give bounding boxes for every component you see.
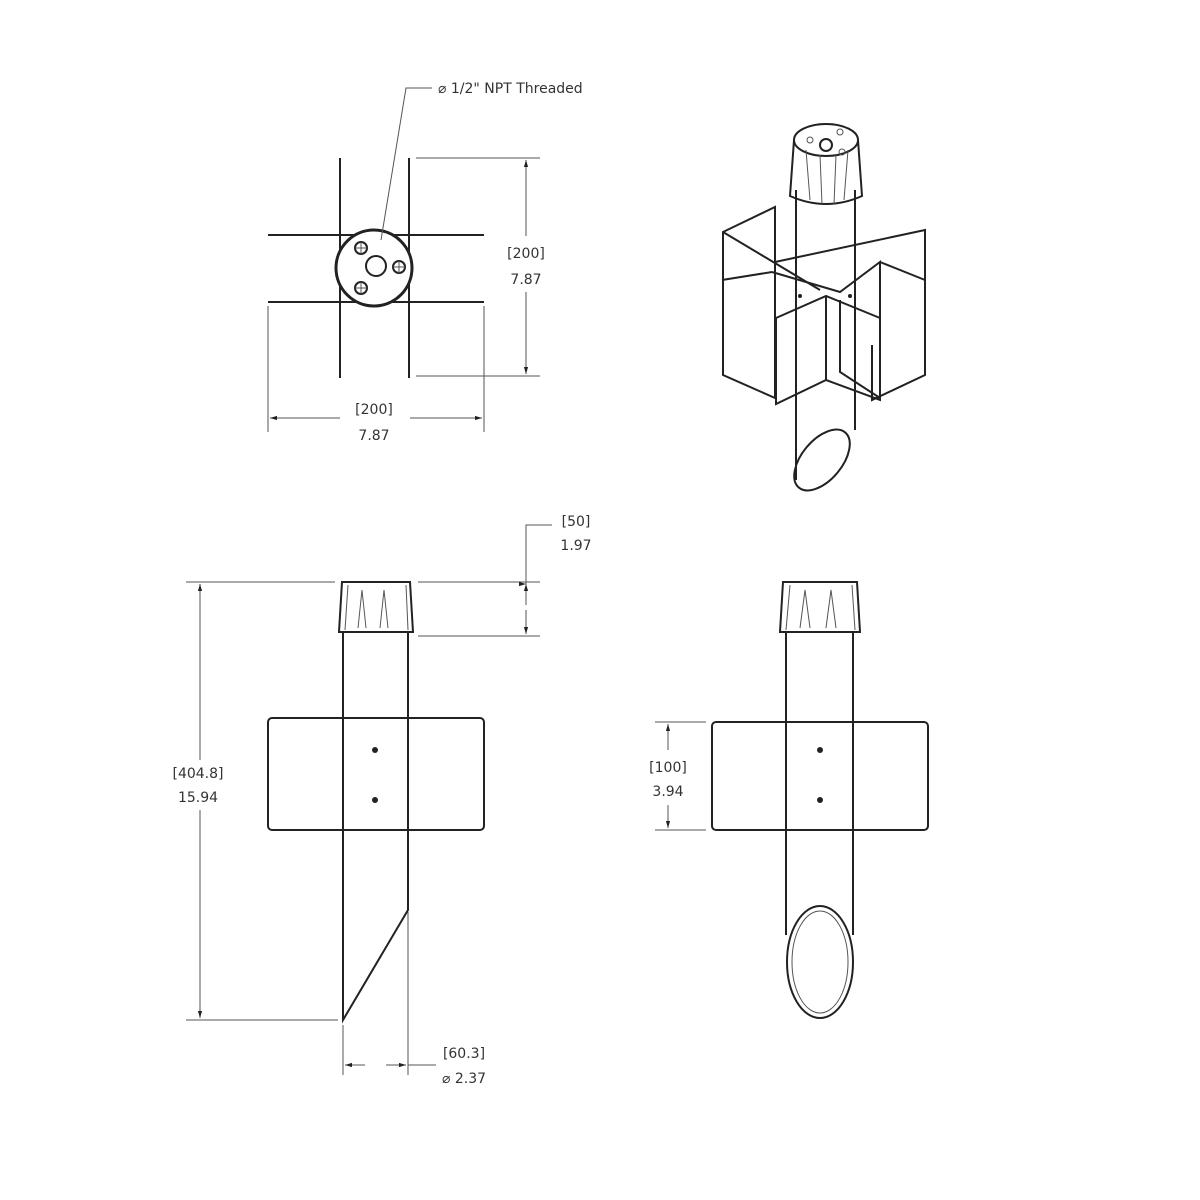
width-dim-mm: [200] — [355, 402, 393, 418]
npt-callout: ⌀ 1/2" NPT Threaded — [438, 81, 583, 97]
fin-dim-mm: [100] — [649, 760, 687, 776]
callout-leader — [380, 87, 432, 241]
height-dim-mm: [200] — [507, 246, 545, 262]
front-view: [404.8] 15.94 [50] 1.97 [60.3] ⌀ 2.37 — [172, 514, 591, 1087]
width-dim-in: 7.87 — [358, 428, 389, 444]
overall-dim-mm: [404.8] — [172, 766, 223, 782]
tube-dim-mm: [60.3] — [443, 1046, 485, 1062]
cap — [778, 581, 862, 633]
cap — [788, 123, 864, 205]
cap — [337, 581, 415, 633]
tube-dim-in: ⌀ 2.37 — [442, 1071, 486, 1087]
side-view: [100] 3.94 — [649, 581, 929, 1019]
screw-icon — [354, 241, 368, 255]
screw-icon — [354, 281, 368, 295]
cap-dim-in: 1.97 — [560, 538, 591, 554]
top-view: ⌀ 1/2" NPT Threaded [200] 7.87 [200] 7.8… — [267, 81, 583, 444]
threaded-hole — [365, 255, 387, 277]
overall-dim-in: 15.94 — [178, 790, 218, 806]
isometric-view — [721, 123, 926, 492]
cap-outline — [334, 228, 414, 308]
cap-dim-mm: [50] — [562, 514, 591, 530]
screw-icon — [392, 260, 406, 274]
height-dim-in: 7.87 — [510, 272, 541, 288]
fin-dim-in: 3.94 — [652, 784, 683, 800]
